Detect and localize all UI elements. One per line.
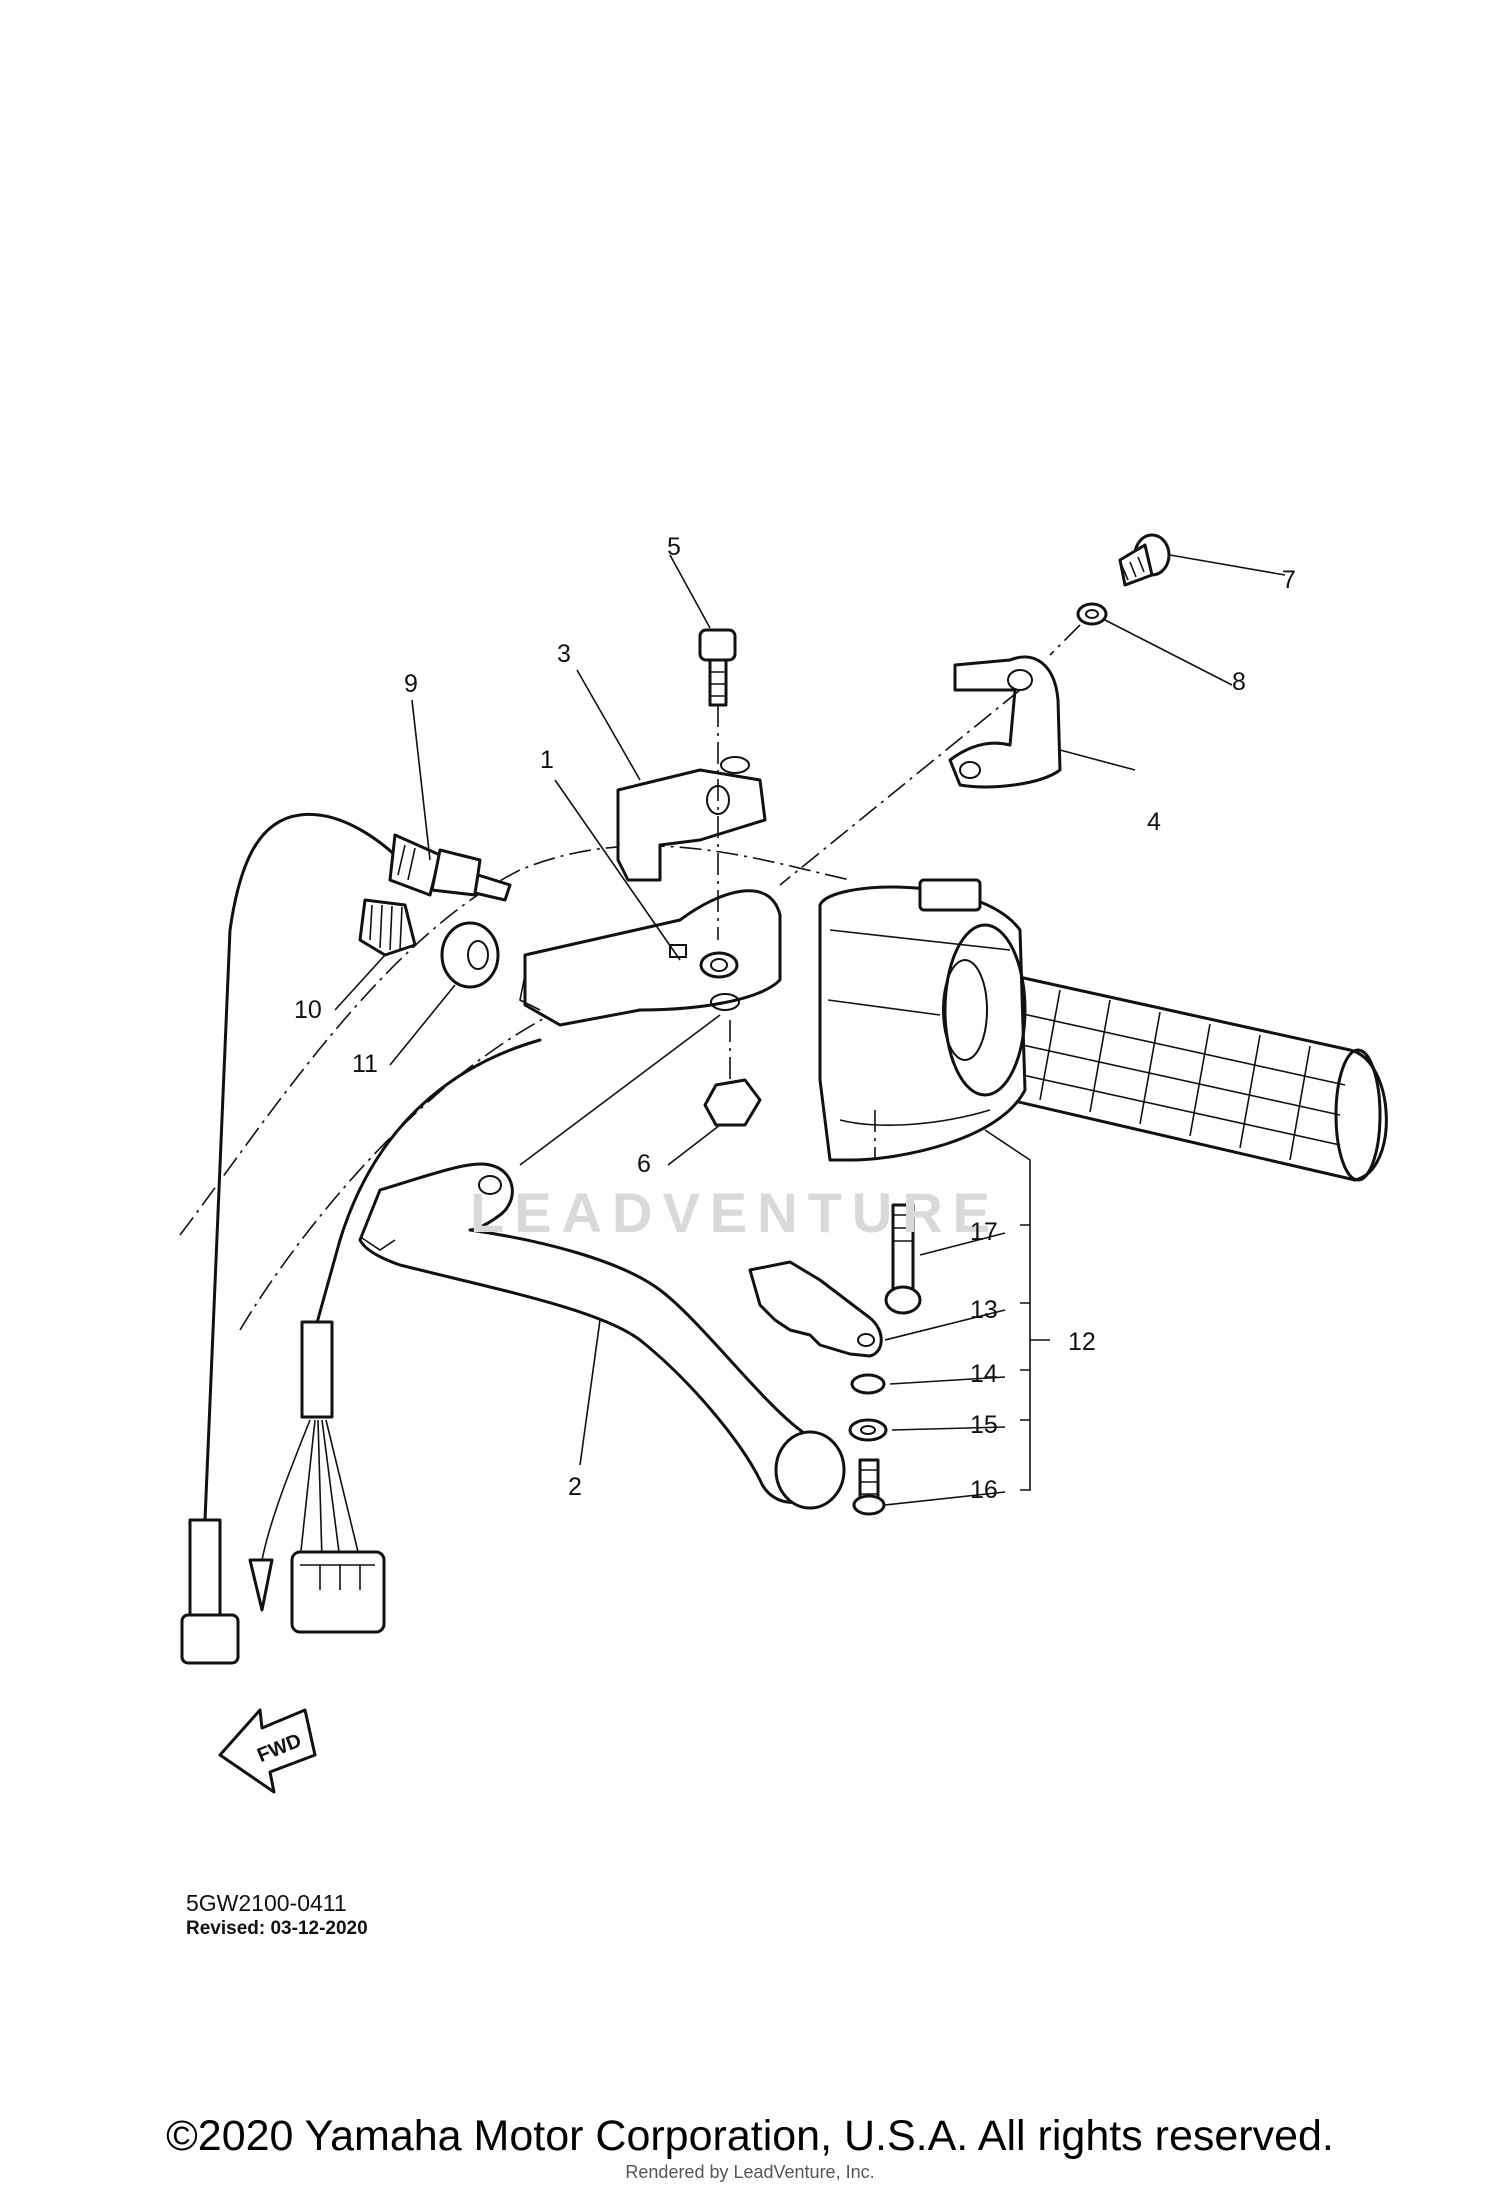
revised-date: Revised: 03-12-2020 bbox=[186, 1918, 368, 1939]
callout-15: 15 bbox=[970, 1411, 998, 1439]
switch-part bbox=[616, 756, 767, 882]
switch-13 bbox=[748, 1260, 883, 1358]
callout-13: 13 bbox=[970, 1296, 998, 1324]
callout-3: 3 bbox=[557, 640, 571, 668]
screw-16 bbox=[852, 1458, 886, 1516]
bolt-5 bbox=[698, 628, 737, 940]
clamp-4 bbox=[779, 655, 1062, 886]
lever-bracket bbox=[519, 889, 782, 1027]
nut-6 bbox=[703, 1020, 762, 1127]
callout-16: 16 bbox=[970, 1476, 998, 1504]
locknut-10 bbox=[358, 898, 417, 957]
fwd-arrow: FWD bbox=[218, 1708, 317, 1794]
callout-8: 8 bbox=[1232, 668, 1246, 696]
rendered-by: Rendered by LeadVenture, Inc. bbox=[625, 2162, 875, 2182]
diagram-code: 5GW2100-0411 bbox=[186, 1890, 347, 1916]
callout-6: 6 bbox=[637, 1150, 651, 1178]
callout-5: 5 bbox=[667, 533, 681, 561]
callout-11: 11 bbox=[352, 1050, 378, 1078]
cable-adjuster-9 bbox=[203, 812, 512, 1522]
callout-4: 4 bbox=[1147, 808, 1161, 836]
handlebar-centerline bbox=[179, 845, 851, 1236]
callout-14: 14 bbox=[970, 1360, 998, 1388]
handlebar-centerline-lower bbox=[239, 1009, 561, 1331]
lever-2 bbox=[358, 1162, 846, 1510]
bolt-17 bbox=[884, 1203, 922, 1315]
callout-12: 12 bbox=[1068, 1328, 1096, 1356]
lever-holder-body bbox=[818, 878, 1027, 1162]
copyright-notice: ©2020 Yamaha Motor Corporation, U.S.A. A… bbox=[166, 2112, 1334, 2160]
leader-lines bbox=[334, 554, 1286, 1506]
callout-1: 1 bbox=[540, 746, 554, 774]
watermark: LEADVENTURE bbox=[470, 1181, 1001, 1244]
callout-17: 17 bbox=[970, 1218, 998, 1246]
handlebar-grip bbox=[986, 973, 1388, 1182]
callout-10: 10 bbox=[294, 996, 322, 1024]
callout-7: 7 bbox=[1282, 566, 1296, 594]
washer-11 bbox=[440, 921, 500, 989]
callout-2: 2 bbox=[568, 1473, 582, 1501]
callout-9: 9 bbox=[404, 670, 418, 698]
washer-8 bbox=[1049, 602, 1108, 656]
screw-7 bbox=[1118, 533, 1171, 587]
washer-14 bbox=[850, 1373, 886, 1395]
wire-harness bbox=[180, 1038, 542, 1665]
washer-15 bbox=[848, 1418, 888, 1442]
